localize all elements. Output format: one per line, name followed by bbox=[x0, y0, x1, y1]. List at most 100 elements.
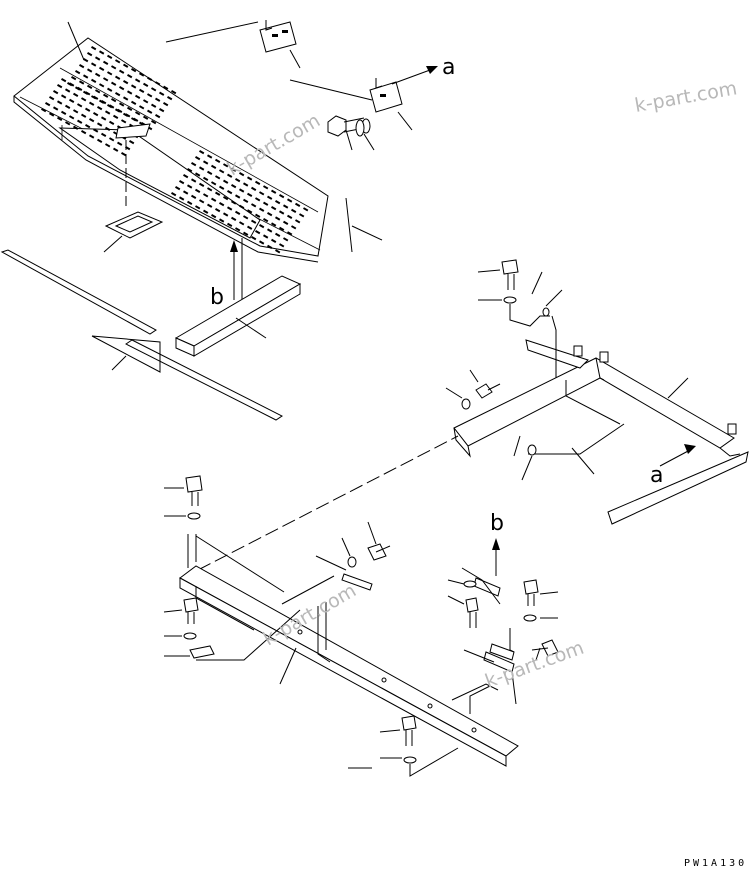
vent-slot bbox=[147, 93, 153, 98]
view-label-a-right: a bbox=[650, 463, 663, 488]
vent-slot bbox=[103, 60, 109, 66]
vent-slot bbox=[167, 95, 173, 101]
vent-slot bbox=[131, 100, 137, 106]
vent-slot bbox=[271, 189, 277, 194]
vent-slot bbox=[235, 194, 241, 199]
vent-slot bbox=[222, 163, 229, 168]
vent-slot bbox=[143, 82, 149, 88]
vent-slot bbox=[73, 92, 79, 98]
vent-slot bbox=[119, 69, 125, 74]
vent-slot bbox=[271, 238, 277, 244]
vent-slot bbox=[111, 98, 117, 103]
vent-slot bbox=[259, 207, 265, 212]
vent-slot bbox=[259, 240, 265, 245]
vent-slot bbox=[203, 209, 209, 214]
leader-line bbox=[289, 79, 373, 101]
vent-slot bbox=[111, 65, 117, 70]
clip-small bbox=[513, 435, 537, 481]
vent-slot bbox=[251, 219, 257, 224]
vent-slot bbox=[126, 74, 133, 79]
vent-slot bbox=[227, 206, 233, 211]
vent-slot bbox=[147, 76, 153, 82]
leader-line bbox=[509, 304, 550, 327]
vent-slot bbox=[247, 225, 253, 230]
vent-slot bbox=[114, 75, 121, 80]
vent-slot bbox=[198, 199, 205, 204]
washer-right bbox=[478, 271, 563, 317]
vent-slot bbox=[183, 173, 189, 179]
arrow-b-top bbox=[230, 238, 243, 300]
vent-slot bbox=[267, 211, 273, 217]
leader-line bbox=[67, 21, 85, 61]
vent-slot bbox=[255, 197, 261, 202]
vent-slot bbox=[247, 192, 253, 198]
vent-slot bbox=[83, 57, 89, 63]
vent-slot bbox=[95, 72, 101, 78]
vent-slot bbox=[79, 80, 85, 85]
vent-slot bbox=[99, 66, 105, 72]
vent-slot bbox=[275, 249, 281, 254]
vent-slot bbox=[131, 68, 137, 73]
connect-line bbox=[197, 435, 459, 571]
vent-slot bbox=[207, 154, 213, 159]
vent-slot bbox=[186, 200, 193, 206]
bolt-lower-2 bbox=[163, 597, 215, 659]
vent-slot bbox=[87, 51, 93, 57]
vent-slot bbox=[57, 100, 63, 105]
vent-slot bbox=[91, 78, 97, 84]
vent-slot bbox=[150, 87, 157, 92]
vent-slot bbox=[155, 113, 161, 119]
vent-slot bbox=[263, 185, 269, 190]
vent-slot bbox=[263, 234, 269, 239]
leader-line bbox=[196, 609, 301, 661]
vent-slot bbox=[195, 172, 201, 177]
vent-slot bbox=[96, 122, 103, 127]
vent-slot bbox=[223, 196, 229, 201]
vent-slot bbox=[283, 237, 289, 242]
vent-slot bbox=[91, 62, 97, 67]
vent-slot bbox=[117, 141, 123, 146]
vent-slot bbox=[255, 180, 261, 186]
vent-slot bbox=[210, 181, 217, 186]
vent-slot bbox=[275, 199, 281, 205]
vent-slot bbox=[99, 83, 105, 88]
vent-slot bbox=[171, 89, 177, 95]
vent-slot bbox=[171, 191, 177, 197]
vent-slot bbox=[79, 63, 85, 69]
vent-slot bbox=[195, 155, 201, 161]
vent-slot bbox=[267, 195, 273, 200]
vent-slot bbox=[243, 182, 249, 187]
vent-slot bbox=[275, 216, 281, 221]
vent-slot bbox=[111, 81, 117, 86]
vent-slot bbox=[215, 175, 221, 180]
vent-slot bbox=[120, 119, 127, 124]
vent-slot bbox=[159, 107, 165, 113]
washer bbox=[355, 119, 375, 151]
vent-slot bbox=[81, 97, 87, 102]
vent-slot bbox=[263, 217, 269, 223]
vent-slot bbox=[227, 173, 233, 178]
vent-slot bbox=[69, 98, 75, 104]
arrow-b-lower bbox=[492, 538, 500, 576]
small-cover bbox=[103, 211, 164, 253]
vent-slot bbox=[275, 232, 281, 238]
vent-slot bbox=[287, 231, 293, 236]
vent-slot bbox=[243, 231, 249, 236]
vent-slot bbox=[115, 92, 121, 97]
vent-slot bbox=[255, 229, 261, 235]
vent-slot bbox=[77, 119, 83, 124]
vent-slot bbox=[207, 203, 213, 208]
vent-slot bbox=[71, 75, 77, 81]
vent-slot bbox=[48, 96, 55, 101]
vent-slot bbox=[295, 219, 301, 224]
vent-slot bbox=[125, 113, 131, 118]
vent-slot bbox=[235, 210, 241, 216]
vent-slot bbox=[239, 172, 245, 177]
vent-slot bbox=[207, 187, 213, 192]
vent-slot bbox=[179, 179, 185, 185]
vent-slot bbox=[87, 84, 93, 90]
vent-slot bbox=[138, 72, 145, 77]
vent-slot bbox=[279, 210, 285, 215]
vent-slot bbox=[279, 193, 285, 199]
